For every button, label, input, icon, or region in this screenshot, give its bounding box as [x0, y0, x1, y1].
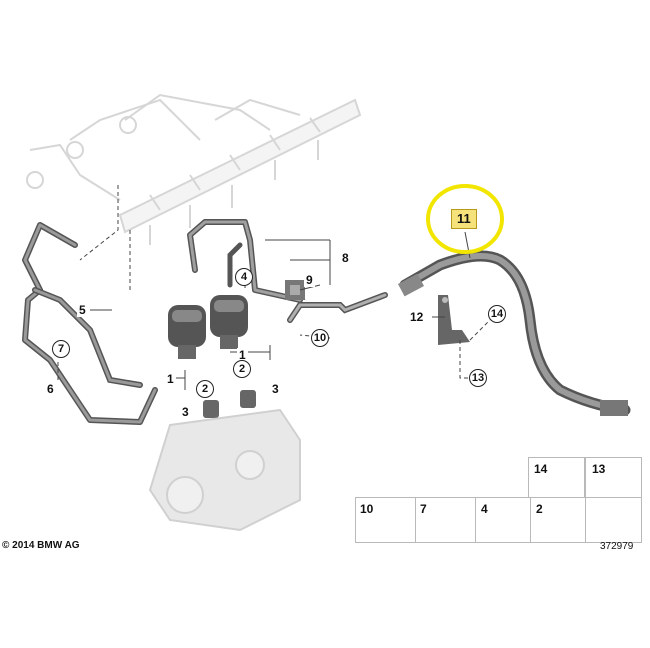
label-1a: 1: [237, 348, 248, 362]
legend-num-14: 14: [534, 462, 548, 476]
legend-cell-2: [530, 497, 587, 543]
label-7: 7: [52, 340, 70, 358]
label-11[interactable]: 11: [451, 209, 477, 229]
label-13: 13: [469, 369, 487, 387]
legend-cell-14: [528, 457, 585, 503]
high-pressure-pump-left: [168, 305, 206, 359]
label-2b: 2: [233, 360, 251, 378]
label-4: 4: [235, 268, 253, 286]
label-3b: 3: [270, 382, 281, 396]
label-12: 12: [408, 310, 426, 324]
fuel-rail-ghost: [26, 93, 362, 245]
legend-num-2: 2: [536, 502, 543, 516]
label-3a: 3: [180, 405, 191, 419]
label-1b: 1: [165, 372, 176, 386]
label-6: 6: [45, 382, 56, 396]
fuel-feed-line: [398, 250, 631, 416]
high-pressure-pump-right: [210, 295, 248, 349]
legend-num-7: 7: [420, 502, 427, 516]
label-10: 10: [311, 329, 329, 347]
legend-cell-7: [415, 497, 477, 543]
legend-cell-13: [585, 457, 642, 503]
diagram-number: 372979: [600, 541, 634, 552]
legend-cell-arrow: [585, 497, 642, 543]
seal-left: [203, 400, 219, 418]
label-14: 14: [488, 305, 506, 323]
label-5: 5: [77, 303, 88, 317]
legend-cell-10: [355, 497, 417, 543]
label-9: 9: [304, 273, 315, 287]
fuel-line-left: [22, 222, 158, 425]
legend-num-4: 4: [481, 502, 488, 516]
legend-num-10: 10: [360, 502, 374, 516]
pump-housing-ghost: [148, 408, 301, 532]
label-8: 8: [340, 251, 351, 265]
copyright: © 2014 BMW AG: [2, 540, 80, 551]
highlight-ring: [426, 184, 504, 254]
legend-cell-4: [475, 497, 532, 543]
label-2a: 2: [196, 380, 214, 398]
seal-right: [240, 390, 256, 408]
holder-12: [438, 295, 470, 345]
fuel-line-top: [187, 219, 388, 323]
bracket-9: [285, 280, 305, 300]
legend-num-13: 13: [592, 462, 606, 476]
